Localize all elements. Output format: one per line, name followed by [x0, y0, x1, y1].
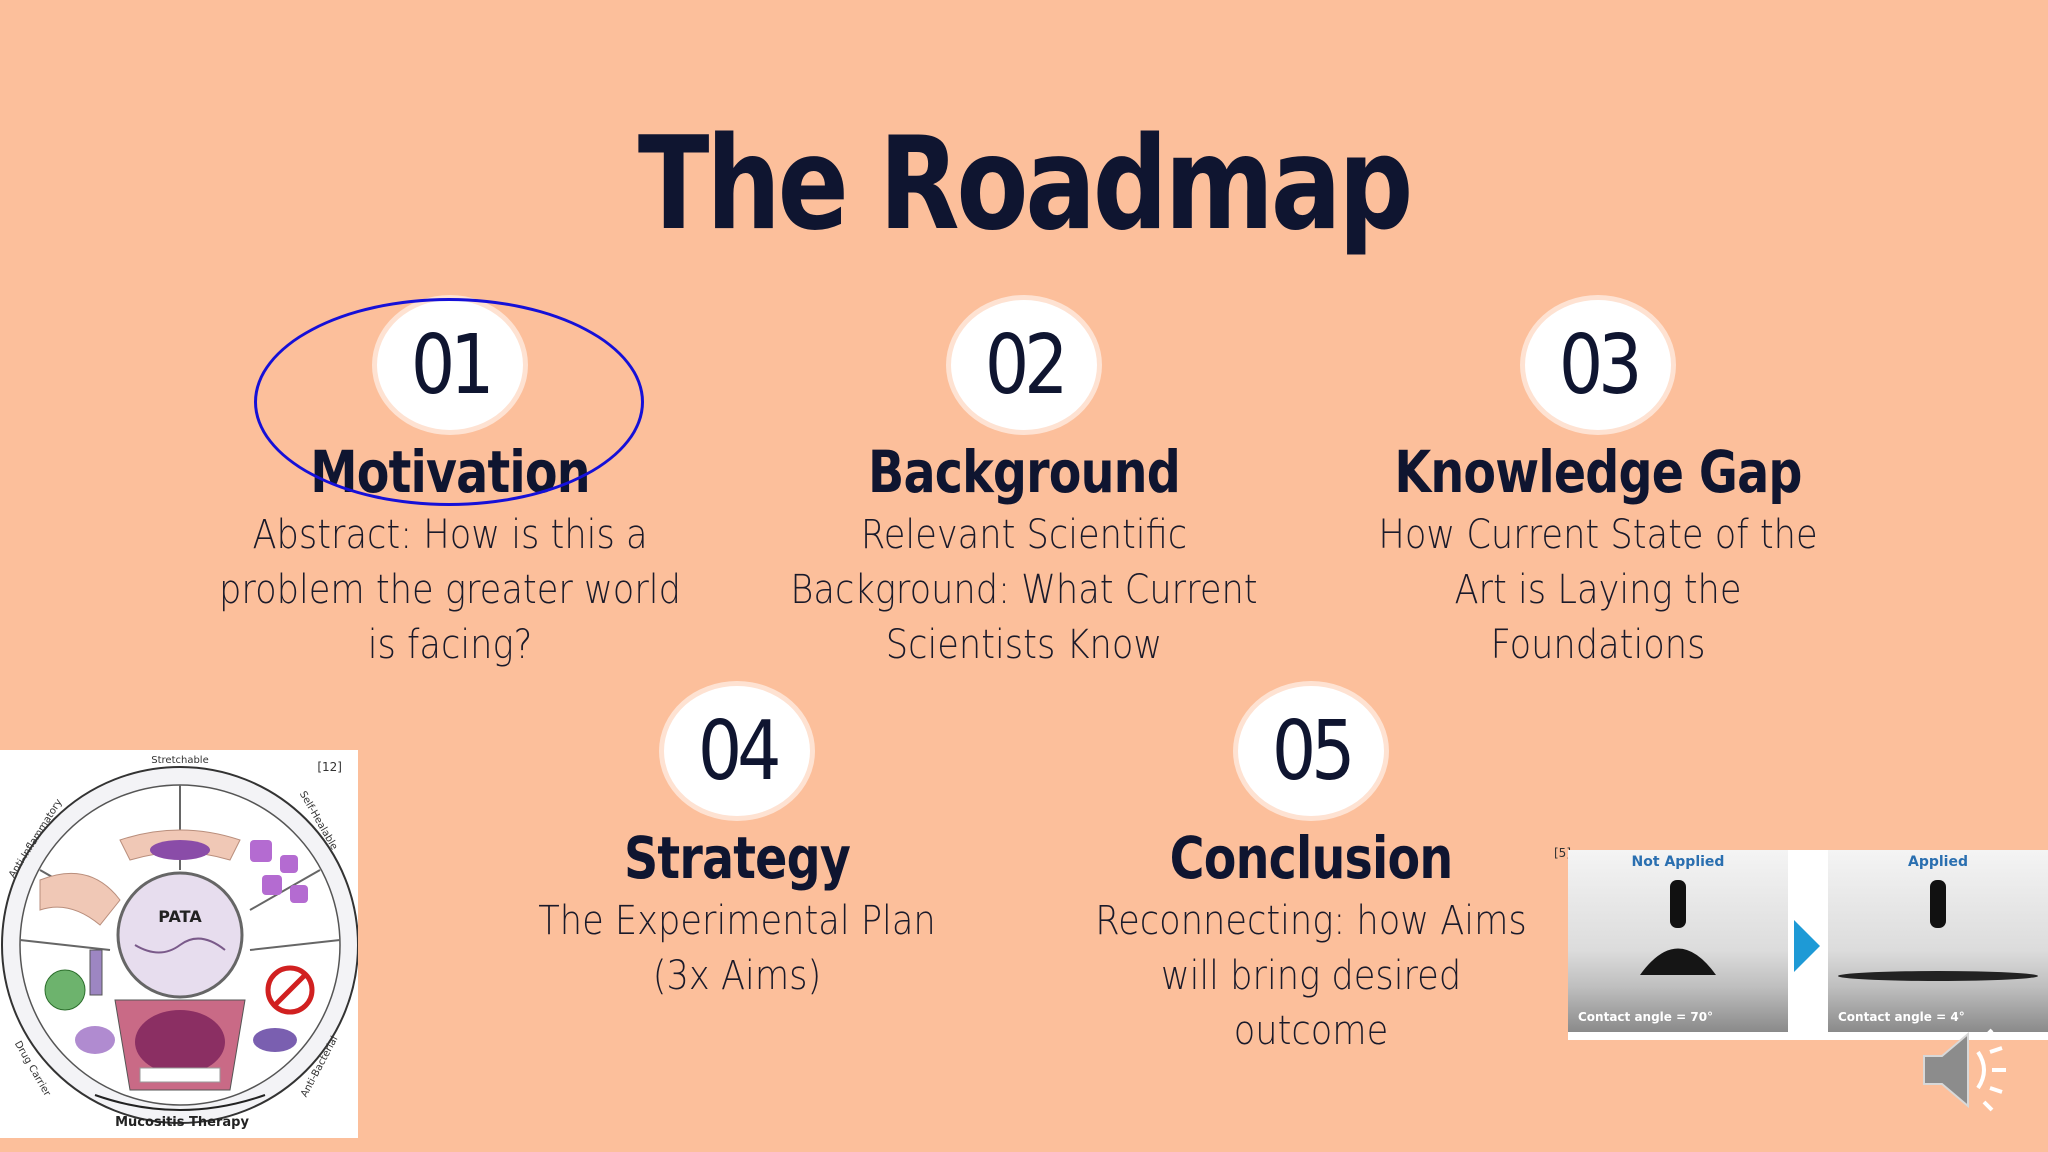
bottom-label: Mucositis Therapy: [115, 1115, 249, 1130]
not-applied-photo: Not Applied Contact angle = 70°: [1568, 850, 1788, 1032]
applied-photo: Applied Contact angle = 4°: [1828, 850, 2048, 1032]
item-description: Abstract: How is this a problem the grea…: [219, 512, 681, 668]
citation-5: [5]: [1554, 846, 1571, 860]
pata-diagram: PATA Mucositis Therapy Stretchable Self-…: [0, 750, 358, 1138]
applied-label: Applied: [1908, 854, 1968, 870]
roadmap-item-conclusion: 05 Conclusion Reconnecting: how Aims wil…: [1031, 686, 1591, 1059]
not-applied-label: Not Applied: [1631, 854, 1725, 870]
arrow-icon: [1794, 920, 1820, 972]
roadmap-item-motivation: 01 Motivation Abstract: How is this a pr…: [170, 300, 730, 673]
item-heading: Motivation: [310, 438, 590, 506]
number-badge: 02: [951, 300, 1097, 430]
number-badge: 01: [377, 300, 523, 430]
pata-diagram-drawing: PATA Mucositis Therapy Stretchable Self-…: [1, 755, 358, 1130]
item-heading: Conclusion: [1169, 824, 1454, 892]
number-badge: 03: [1525, 300, 1671, 430]
slide-title: The Roadmap: [637, 110, 1413, 259]
item-description: How Current State of the Art is Laying t…: [1378, 512, 1818, 668]
roadmap-item-strategy: 04 Strategy The Experimental Plan (3x Ai…: [457, 686, 1017, 1004]
not-applied-caption: Contact angle = 70°: [1578, 1010, 1714, 1024]
applied-caption: Contact angle = 4°: [1838, 1010, 1965, 1024]
not-applied-drawing: [1640, 880, 1716, 975]
citation-12: [12]: [317, 760, 342, 774]
applied-drawing: [1838, 880, 2038, 981]
number-badge: 04: [664, 686, 810, 816]
item-heading: Knowledge Gap: [1394, 438, 1802, 506]
item-description: Relevant Scientific Background: What Cur…: [790, 512, 1258, 668]
roadmap-item-knowledge-gap: 03 Knowledge Gap How Current State of th…: [1318, 300, 1878, 673]
speaker-icon[interactable]: [1920, 1020, 2010, 1120]
stretchable-label: Stretchable: [151, 755, 208, 766]
number-badge: 05: [1238, 686, 1384, 816]
item-description: The Experimental Plan (3x Aims): [538, 898, 936, 999]
item-description: Reconnecting: how Aims will bring desire…: [1095, 898, 1527, 1054]
contact-angle-figure: Not Applied Contact angle = 70° Applied …: [1568, 850, 2048, 1040]
item-heading: Background: [868, 438, 1181, 506]
roadmap-item-background: 02 Background Relevant Scientific Backgr…: [744, 300, 1304, 673]
item-heading: Strategy: [623, 824, 851, 892]
pata-label: PATA: [158, 907, 202, 926]
